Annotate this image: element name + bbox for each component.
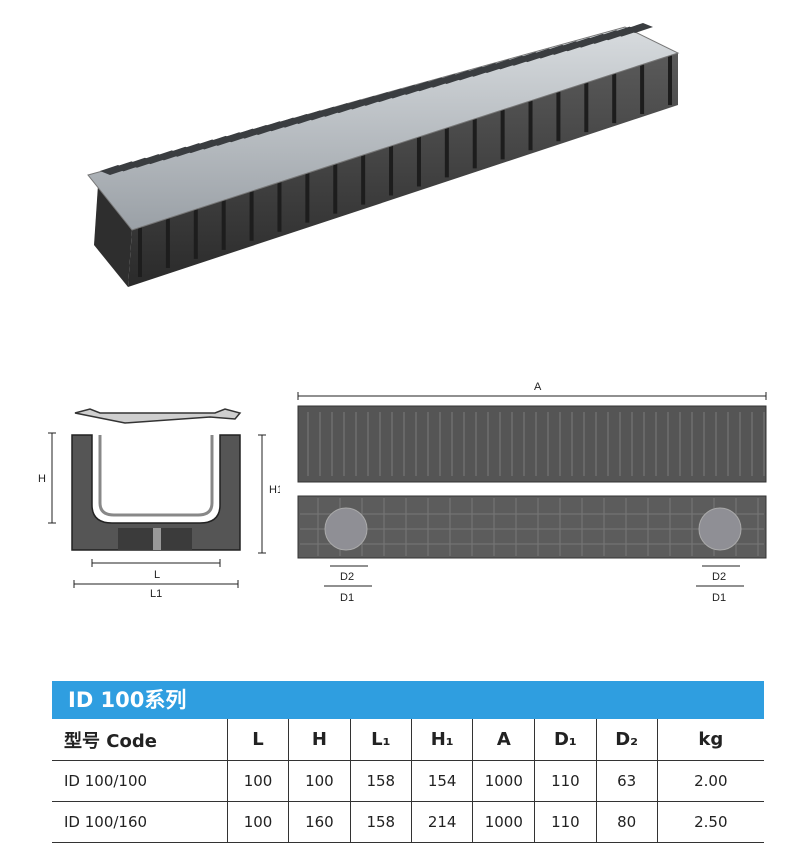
dim-label-a: A xyxy=(534,381,542,393)
column-header: H₁ xyxy=(410,719,473,761)
outlet-left xyxy=(324,507,368,551)
table-cell: 2.50 xyxy=(656,801,764,843)
table-cell: 214 xyxy=(410,801,473,843)
table-cell: 154 xyxy=(410,760,473,802)
dim-label-d2-left: D2 xyxy=(340,571,354,583)
grating xyxy=(87,26,680,231)
column-header: H xyxy=(288,719,351,761)
cross-section-grating xyxy=(74,408,242,424)
dim-label-h1: H1 xyxy=(269,484,280,496)
channel-body xyxy=(94,185,132,287)
column-header: D₁ xyxy=(534,719,597,761)
grating-slots xyxy=(100,23,653,175)
channel-ribs xyxy=(138,55,672,277)
table-cell: ID 100/100 xyxy=(52,760,228,802)
bottom-view xyxy=(297,495,767,559)
table-cell: 100 xyxy=(226,801,289,843)
table-cell: 100 xyxy=(226,760,289,802)
table-cell: 158 xyxy=(349,760,412,802)
outlet-right xyxy=(698,507,742,551)
column-header: L xyxy=(226,719,289,761)
table-cell: 160 xyxy=(288,801,351,843)
dim-label-d2-right: D2 xyxy=(712,571,726,583)
table-cell: ID 100/160 xyxy=(52,801,228,843)
channel-side xyxy=(128,53,678,287)
top-view xyxy=(297,405,767,483)
table-cell: 100 xyxy=(288,760,351,802)
table-cell: 80 xyxy=(595,801,658,843)
cross-section-drawing: H H1 L L1 xyxy=(38,408,280,600)
table-cell: 110 xyxy=(534,760,597,802)
column-header: A xyxy=(472,719,535,761)
product-photo xyxy=(87,23,680,287)
table-cell: 63 xyxy=(595,760,658,802)
cross-section-channel xyxy=(71,434,241,551)
column-header: L₁ xyxy=(349,719,412,761)
column-header: kg xyxy=(656,719,764,761)
table-cell: 2.00 xyxy=(656,760,764,802)
table-cell: 110 xyxy=(534,801,597,843)
dim-label-l: L xyxy=(154,569,160,581)
dim-label-d1-left: D1 xyxy=(340,592,354,604)
table-cell: 1000 xyxy=(472,760,535,802)
dim-label-h: H xyxy=(38,473,46,485)
table-cell: 158 xyxy=(349,801,412,843)
plan-view-drawing: A D2 D1 D2 D1 xyxy=(297,381,767,604)
spec-table-title: ID 100系列 xyxy=(52,681,764,719)
dim-label-d1-right: D1 xyxy=(712,592,726,604)
column-header: D₂ xyxy=(595,719,658,761)
column-header: 型号 Code xyxy=(52,719,228,761)
dim-label-l1: L1 xyxy=(150,588,162,600)
table-cell: 1000 xyxy=(472,801,535,843)
